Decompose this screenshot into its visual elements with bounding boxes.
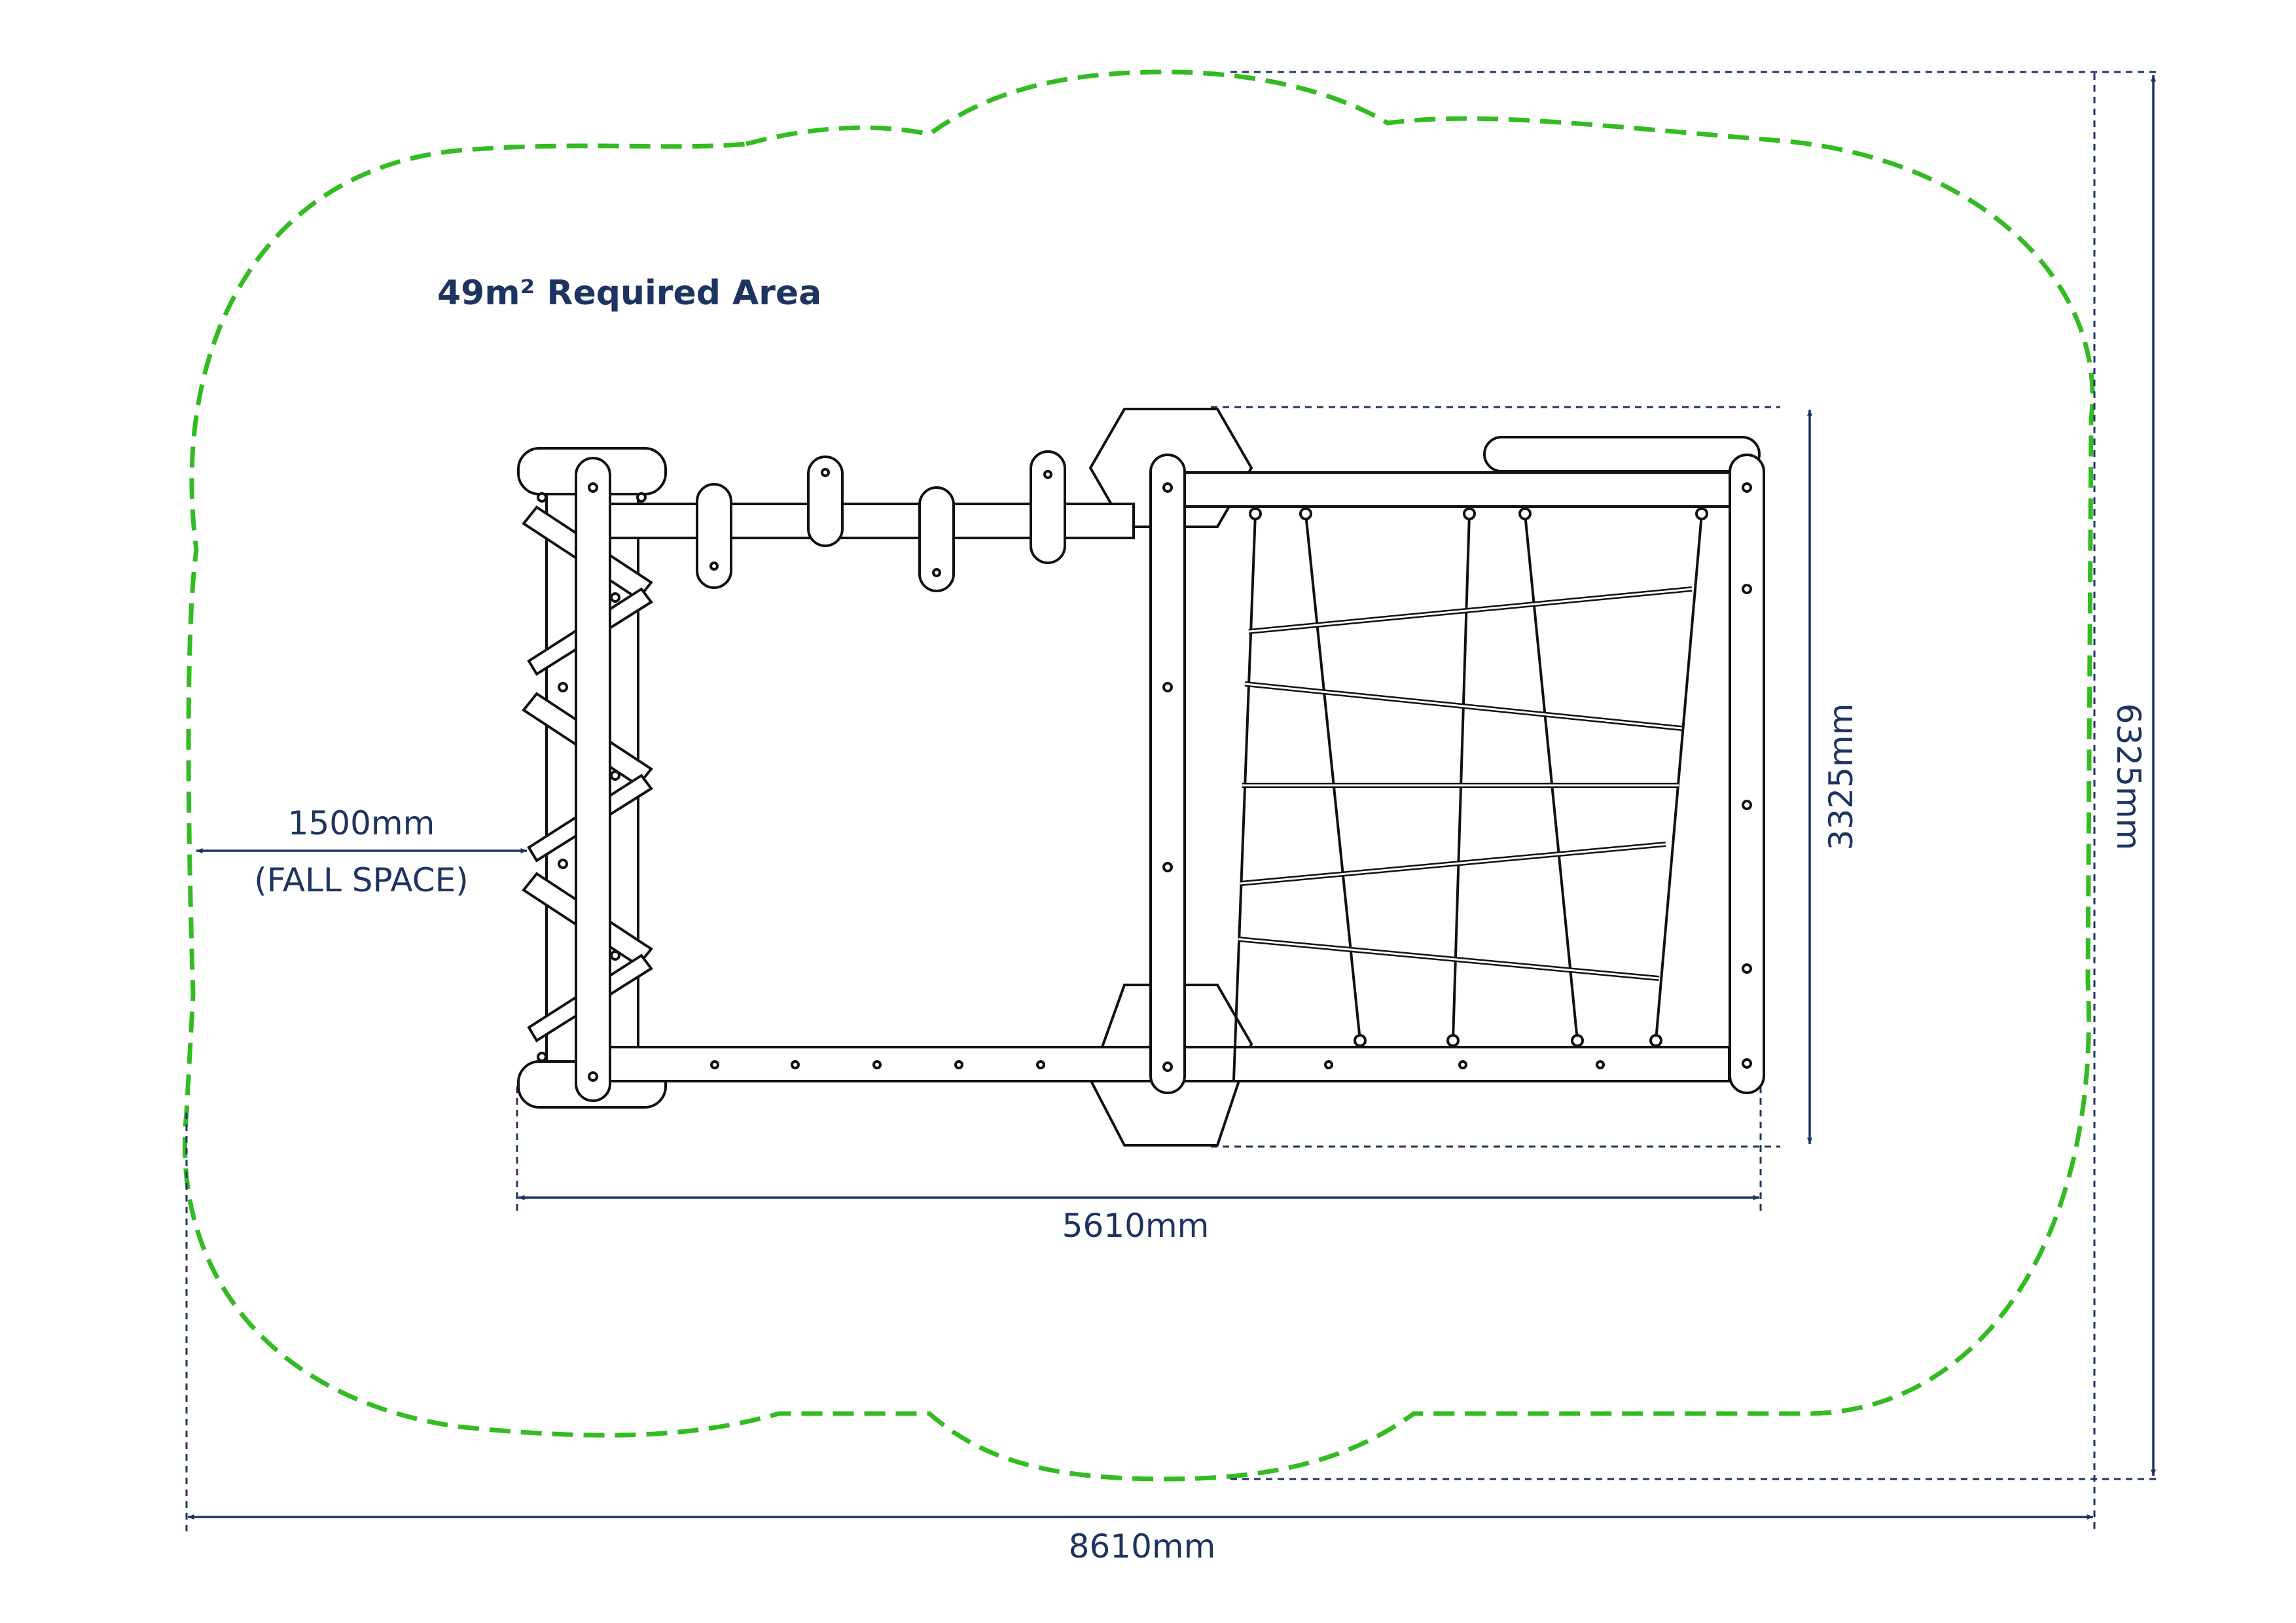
bolts [588,482,1752,1082]
fall-space-label: (FALL SPACE) [254,861,469,899]
equipment-width-dimension: 5610mm [1062,1207,1210,1245]
extension-lines [185,71,2160,1531]
overall-width-dimension: 8610mm [1069,1527,1216,1565]
safety-zone-outline [182,69,2095,1482]
overall-depth-dimension: 6325mm [2109,704,2147,851]
handrail-top [1483,436,1761,473]
fall-space-dimension: 1500mm [288,804,435,842]
play-equipment [517,408,1765,1147]
stepping-posts [696,450,1066,592]
frame-right-post [1729,454,1765,1094]
ladder-main-post [575,457,611,1102]
frame-top-beam [1183,471,1736,508]
equipment-depth-dimension: 3325mm [1822,704,1860,851]
required-area-title: 49m² Required Area [437,274,821,313]
climbing-net [1232,507,1708,1080]
dimension-lines [187,75,2156,1520]
frame-left-post [1149,454,1186,1094]
